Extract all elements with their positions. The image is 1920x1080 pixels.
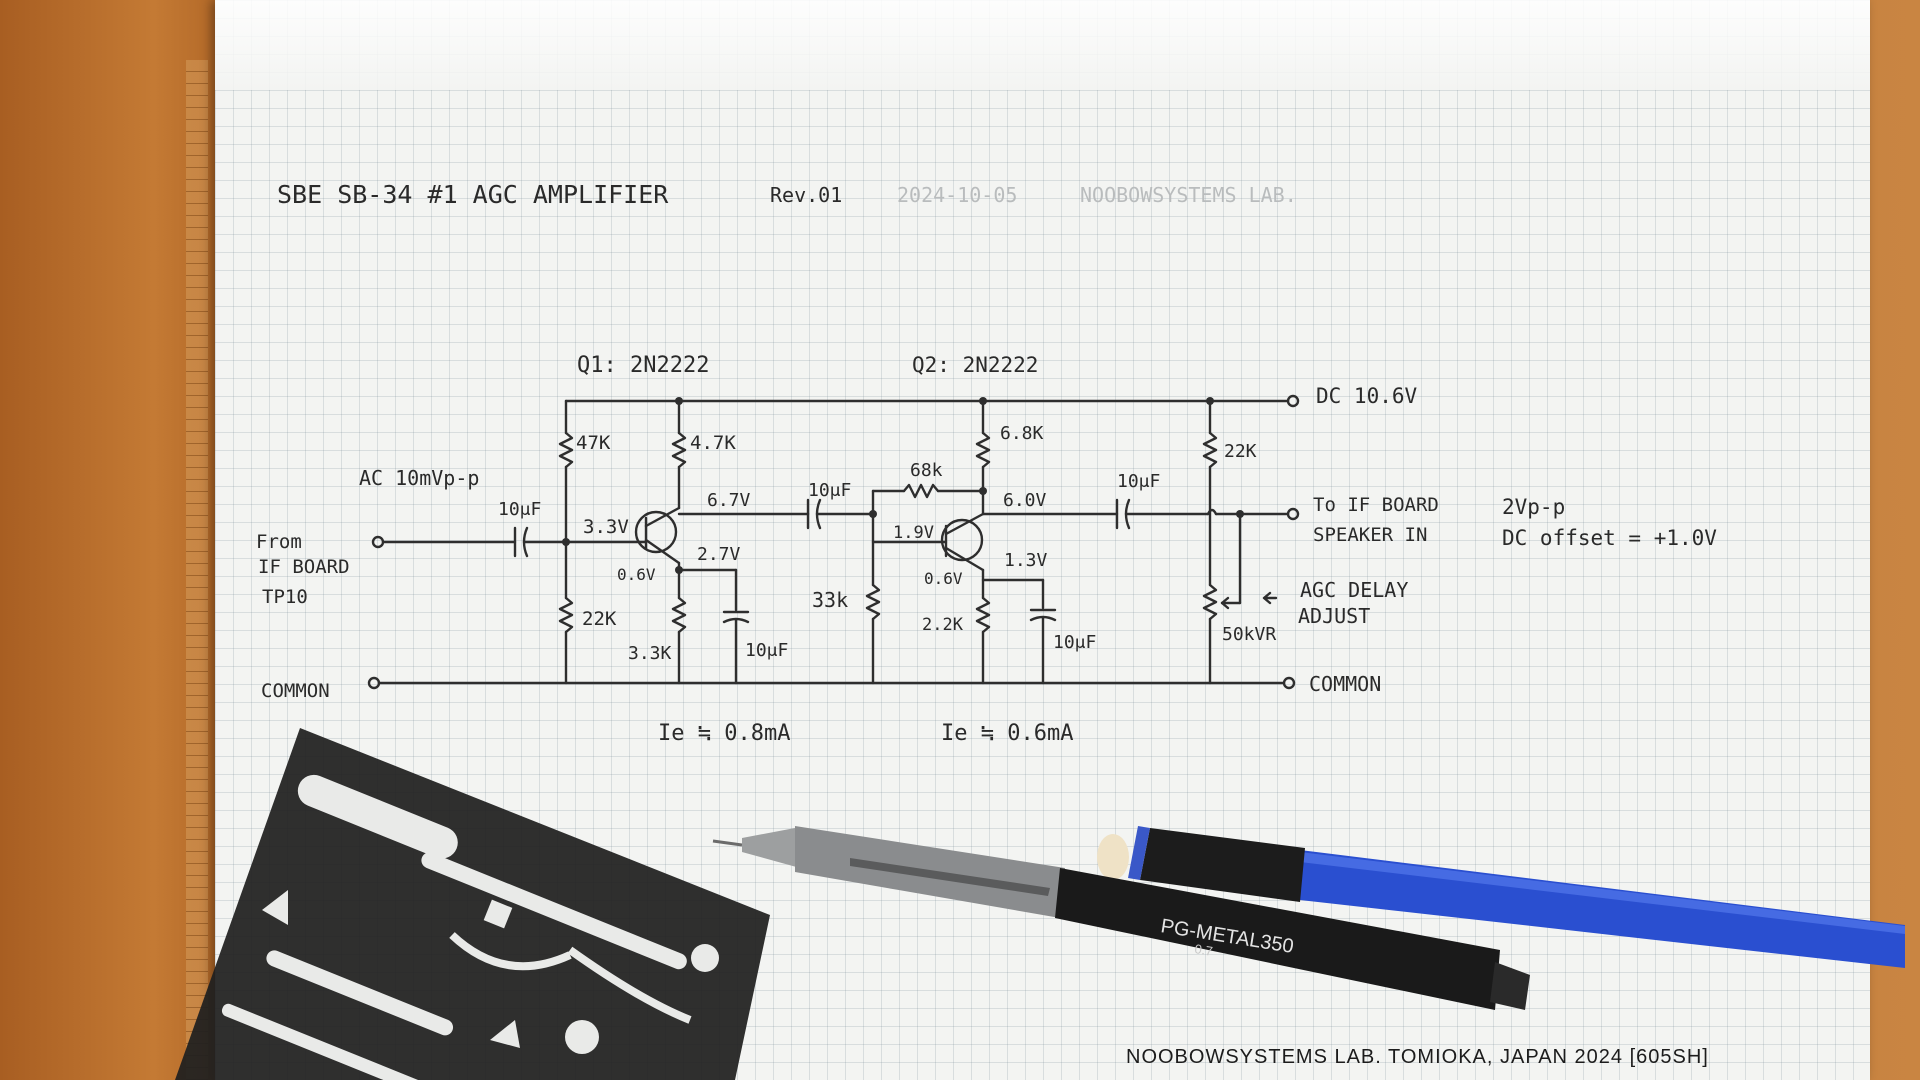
c-e2-label: 10μF xyxy=(1053,632,1096,653)
watermark-text: NOOBOWSYSTEMS LAB. TOMIOKA, JAPAN 2024 [… xyxy=(1126,1046,1709,1068)
r22k-out-label: 22K xyxy=(1224,441,1257,462)
agc-label-1: AGC DELAY xyxy=(1300,578,1408,602)
q1-label: Q1: 2N2222 xyxy=(577,353,709,378)
r47k-resistor xyxy=(558,399,574,685)
q2-base-network xyxy=(865,483,985,685)
paper-highlight xyxy=(215,0,1870,90)
q2-base-node xyxy=(869,510,877,518)
title-text: SBE SB-34 #1 AGC AMPLIFIER xyxy=(277,180,669,209)
q1-emitter-voltage: 2.7V xyxy=(697,544,741,565)
pencil-spec: 0.7 xyxy=(1194,941,1214,959)
lab-text: NOOBOWSYSTEMS LAB. xyxy=(1080,183,1297,207)
r3-3k-label: 3.3K xyxy=(628,643,672,664)
q1-collector-voltage: 6.7V xyxy=(707,490,751,511)
output-capacitor xyxy=(1115,498,1300,530)
supply-rail xyxy=(564,394,1300,408)
q2-transistor xyxy=(940,512,985,572)
from-label-1: From xyxy=(256,531,302,553)
q2-collector-node xyxy=(979,397,987,405)
q1-collector-wire xyxy=(671,399,810,516)
ruler xyxy=(186,60,208,1080)
ac-input-label: AC 10mVp-p xyxy=(359,466,479,490)
stencil-template xyxy=(175,728,770,1080)
c-couple-label: 10μF xyxy=(808,480,851,501)
q1-base-voltage: 3.3V xyxy=(583,516,629,538)
mechanical-pencil xyxy=(712,826,1530,1010)
common-rail xyxy=(367,676,1296,690)
q2-label: Q2: 2N2222 xyxy=(912,353,1038,377)
ie1-label: Ie ≒ 0.8mA xyxy=(658,721,790,746)
from-label-2: IF BOARD xyxy=(258,556,350,578)
r4-7k-label: 4.7K xyxy=(690,432,736,454)
q1-collector-node xyxy=(675,397,683,405)
q2-base-voltage: 1.9V xyxy=(893,523,934,543)
r33k-label: 33k xyxy=(812,588,848,612)
q2-emitter-voltage: 1.3V xyxy=(1004,550,1048,571)
q2-emitter-wire xyxy=(975,568,1057,685)
r6-8k-label: 6.8K xyxy=(1000,423,1044,444)
rev-text: Rev.01 xyxy=(770,183,842,207)
common-left-label: COMMON xyxy=(261,680,330,702)
r68k-label: 68k xyxy=(910,460,943,481)
coupling-capacitor xyxy=(806,498,875,530)
r2-2k-label: 2.2K xyxy=(922,615,964,635)
date-text: 2024-10-05 xyxy=(897,183,1017,207)
input-wire xyxy=(371,526,568,558)
c-in-label: 10μF xyxy=(498,499,541,520)
blue-pen xyxy=(1097,826,1905,968)
common-right-label: COMMON xyxy=(1309,672,1381,696)
vr50k-label: 50kVR xyxy=(1222,624,1276,645)
q2-collector-wire xyxy=(975,399,1119,516)
q1-emitter-wire xyxy=(671,561,750,685)
dc-supply-label: DC 10.6V xyxy=(1316,384,1418,408)
to-label-1: To IF BOARD xyxy=(1313,494,1439,516)
out-level-label: 2Vp-p xyxy=(1502,495,1565,519)
agc-label-2: ADJUST xyxy=(1298,604,1370,628)
q1-emitter-node xyxy=(675,566,683,574)
c-out-label: 10μF xyxy=(1117,471,1160,492)
r22k-q1-label: 22K xyxy=(582,608,617,630)
from-label-3: TP10 xyxy=(262,586,308,608)
q2-feedback-node xyxy=(979,487,987,495)
ie2-label: Ie ≒ 0.6mA xyxy=(941,721,1073,746)
q2-vbe: 0.6V xyxy=(924,569,963,588)
r47k-label: 47K xyxy=(576,432,611,454)
to-label-2: SPEAKER IN xyxy=(1313,524,1427,546)
agc-network xyxy=(1202,399,1278,685)
c-e1-label: 10μF xyxy=(745,640,788,661)
out-offset-label: DC offset = +1.0V xyxy=(1502,526,1717,550)
q2-collector-voltage: 6.0V xyxy=(1003,490,1047,511)
agc-top-node xyxy=(1206,397,1214,405)
output-node xyxy=(1236,510,1244,518)
q1-transistor xyxy=(564,506,681,565)
q1-vbe: 0.6V xyxy=(617,565,656,584)
